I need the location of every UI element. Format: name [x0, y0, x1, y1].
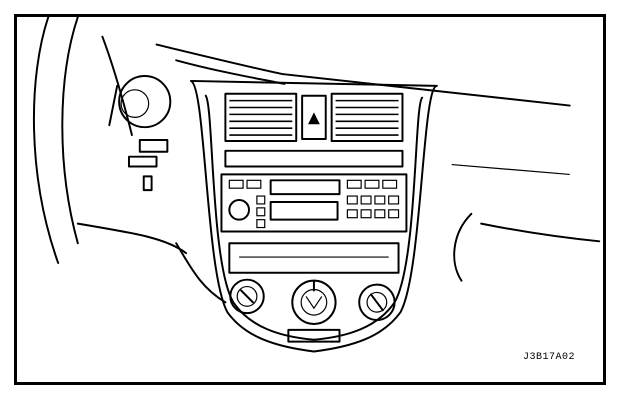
figure-frame: J3B17A02	[14, 14, 606, 385]
ignition-knob	[108, 75, 172, 129]
radio-unit	[220, 173, 408, 233]
radio-volume-knob	[228, 199, 250, 221]
lower-switch	[287, 328, 341, 343]
left-air-vent	[224, 92, 298, 142]
steering-wheel-outline	[32, 17, 133, 264]
climate-knob-left	[229, 278, 265, 315]
dashboard-top-edge	[155, 43, 571, 107]
right-air-vent	[330, 92, 404, 142]
climate-knob-center	[291, 279, 337, 325]
dashboard-center-console-illustration	[32, 17, 601, 353]
console-slot	[224, 149, 404, 168]
storage-pocket	[228, 242, 400, 274]
figure-id-label: J3B17A02	[522, 352, 575, 363]
center-console	[189, 79, 438, 353]
left-switch-block	[127, 138, 169, 192]
hazard-switch-icon	[301, 94, 327, 140]
climate-knob-right	[358, 283, 396, 322]
